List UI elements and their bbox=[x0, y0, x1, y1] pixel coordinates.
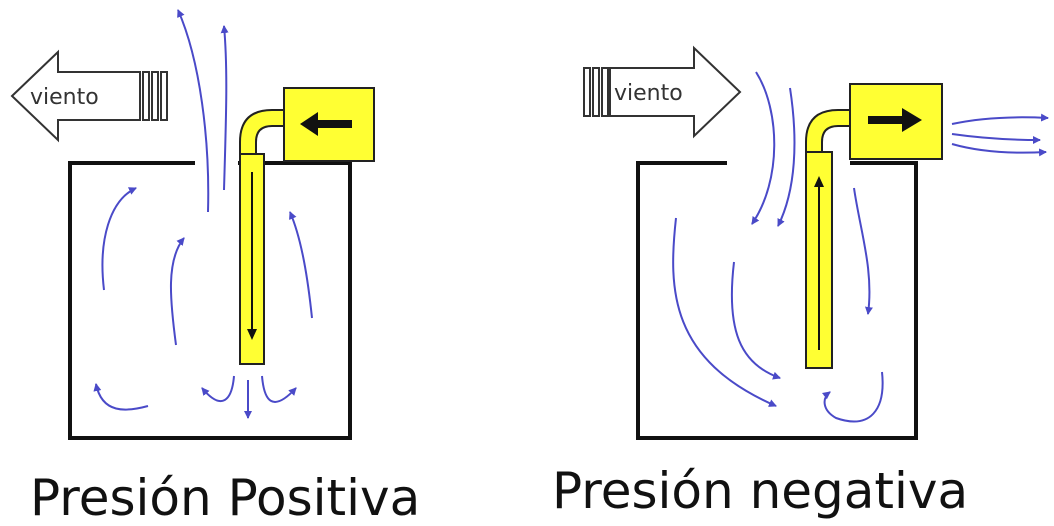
panel-positive-pressure: viento Presión Positiv bbox=[10, 9, 420, 526]
airflow-arrow bbox=[289, 211, 313, 319]
airflow-arrow bbox=[777, 87, 796, 227]
airflow-arrow bbox=[177, 9, 210, 213]
airflow-arrow bbox=[853, 187, 873, 315]
fan-unit bbox=[805, 83, 943, 160]
wind-stripe bbox=[142, 71, 150, 121]
wind-stripe bbox=[160, 71, 168, 121]
wind-stripe bbox=[151, 71, 159, 121]
arrow-left-icon bbox=[300, 112, 352, 136]
airflow-arrow bbox=[201, 375, 235, 402]
wind-stripe bbox=[601, 67, 609, 117]
wind-arrow-shape bbox=[10, 49, 141, 143]
airflow-arrows bbox=[93, 9, 313, 419]
caption-positive: Presión Positiva bbox=[30, 469, 420, 526]
wind-stripe bbox=[583, 67, 591, 117]
wind-stripe bbox=[592, 67, 600, 117]
airflow-arrow bbox=[730, 261, 781, 380]
wind-label: viento bbox=[30, 85, 99, 110]
wind-arrow-shape bbox=[609, 45, 742, 139]
wind-arrow-left: viento bbox=[10, 49, 168, 143]
airflow-arrow bbox=[101, 187, 137, 291]
wind-label: viento bbox=[614, 81, 683, 106]
airflow-arrow bbox=[822, 371, 884, 423]
airflow-arrow bbox=[93, 383, 149, 411]
airflow-arrow bbox=[220, 25, 229, 191]
airflow-arrow bbox=[169, 237, 185, 346]
airflow-arrow bbox=[672, 217, 777, 407]
airflow-arrow bbox=[951, 143, 1047, 157]
caption-negative: Presión negativa bbox=[552, 462, 968, 520]
fan-elbow bbox=[239, 109, 285, 157]
fan-elbow bbox=[805, 109, 853, 157]
airflow-arrow bbox=[261, 375, 297, 403]
arrow-right-icon bbox=[868, 108, 922, 132]
airflow-arrow bbox=[951, 133, 1041, 144]
fan-unit bbox=[239, 87, 375, 162]
airflow-arrow bbox=[751, 71, 776, 225]
enclosure-box bbox=[636, 161, 918, 440]
airflow-arrow bbox=[951, 113, 1049, 125]
panel-negative-pressure: viento Presión negativ bbox=[552, 45, 1049, 520]
wind-arrow-right: viento bbox=[583, 45, 742, 139]
enclosure-box bbox=[68, 161, 352, 440]
airflow-arrows bbox=[672, 71, 1049, 423]
